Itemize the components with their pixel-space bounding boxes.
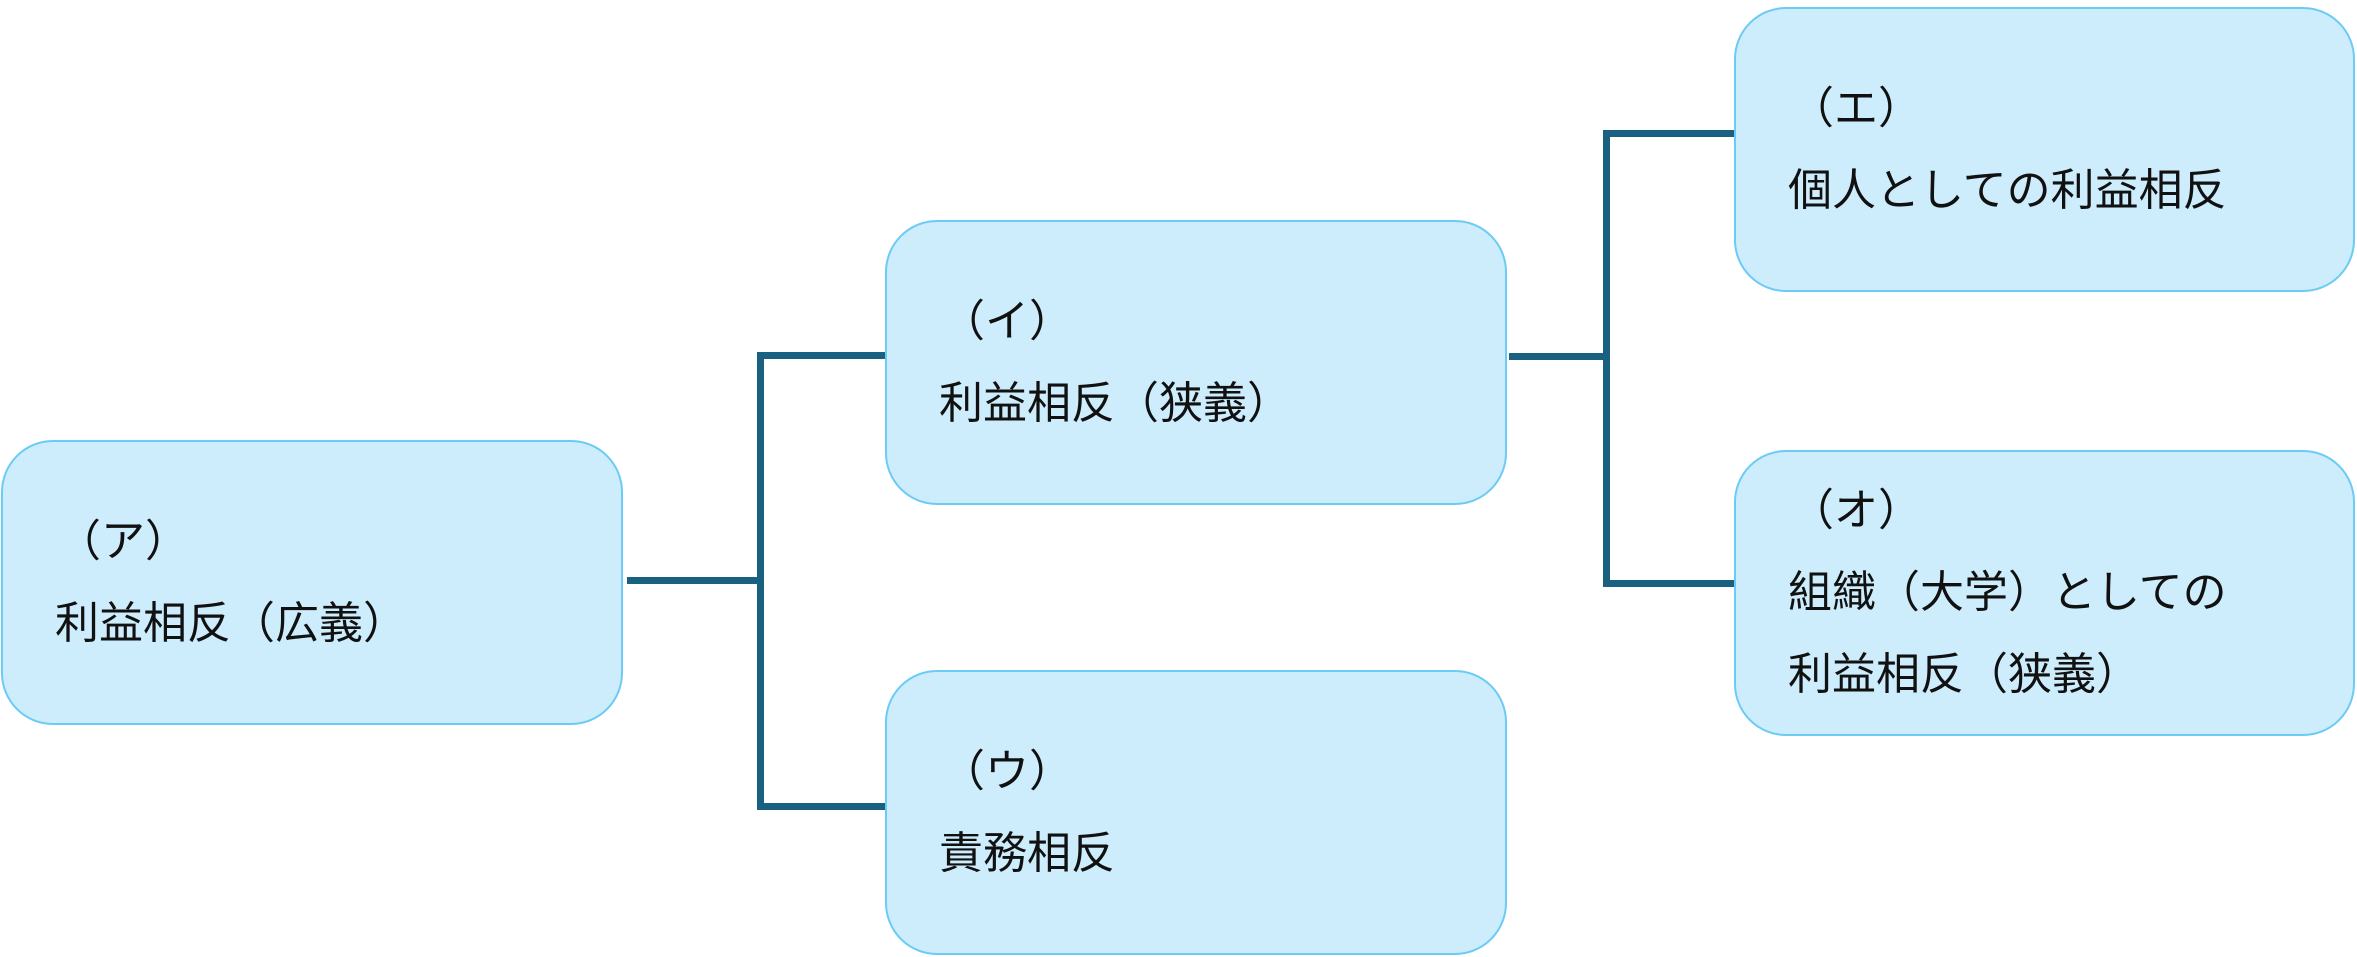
connector-i-stem — [1509, 353, 1607, 360]
node-e-individual-conflict-of-interest: （エ） 個人としての利益相反 — [1734, 7, 2355, 292]
connector-i-spine — [1603, 130, 1610, 587]
connector-a-spine — [757, 352, 764, 810]
node-text: 個人としての利益相反 — [1788, 164, 2227, 216]
connector-i-to-e — [1603, 130, 1734, 137]
node-label: （ウ） — [941, 745, 1073, 797]
node-a-broad-conflict-of-interest: （ア） 利益相反（広義） — [1, 440, 623, 725]
node-label: （エ） — [1790, 82, 1922, 134]
node-label: （ア） — [57, 515, 189, 567]
node-text-line-1: 組織（大学）としての — [1788, 567, 2227, 618]
node-u-conflict-of-commitment: （ウ） 責務相反 — [885, 670, 1507, 955]
node-o-institutional-conflict-of-interest: （オ） 組織（大学）としての 利益相反（狭義） — [1734, 450, 2355, 736]
node-text-line-2: 利益相反（狭義） — [1788, 649, 2140, 700]
node-text: 利益相反（広義） — [55, 597, 407, 649]
connector-i-to-o — [1603, 580, 1734, 587]
connector-a-stem — [627, 577, 761, 584]
connector-a-to-u — [757, 803, 885, 810]
node-label: （イ） — [941, 295, 1073, 347]
connector-a-to-i — [757, 352, 885, 359]
node-i-narrow-conflict-of-interest: （イ） 利益相反（狭義） — [885, 220, 1507, 505]
node-text: 責務相反 — [939, 827, 1115, 879]
node-text: 利益相反（狭義） — [939, 377, 1291, 429]
node-label: （オ） — [1790, 485, 1922, 536]
